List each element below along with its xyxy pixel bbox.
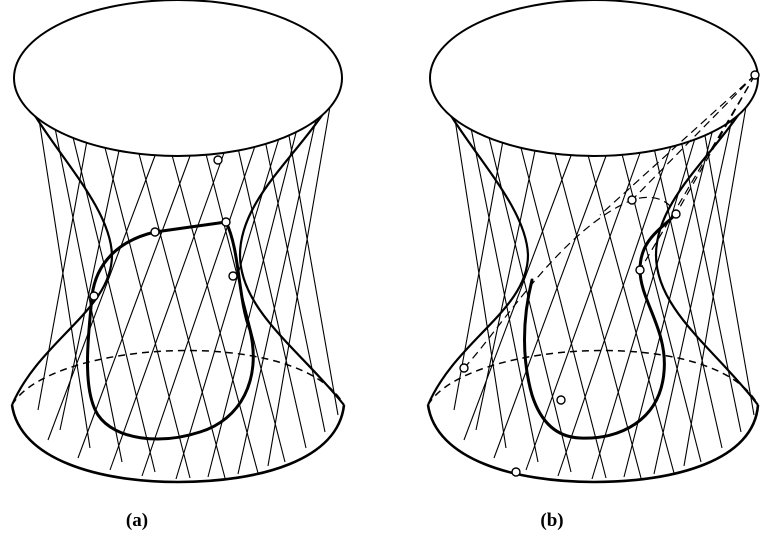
point-b6 xyxy=(556,395,566,405)
silhouette-right-a xyxy=(238,77,345,406)
top-rim-b xyxy=(429,0,759,157)
point-b1 xyxy=(750,70,760,80)
point-a2 xyxy=(150,227,160,237)
point-a1 xyxy=(213,155,223,165)
point-b4 xyxy=(635,265,645,275)
curve-a xyxy=(86,220,255,441)
point-b7 xyxy=(511,467,521,477)
point-a5 xyxy=(228,271,238,281)
top-rim-a xyxy=(13,0,343,157)
point-b3 xyxy=(671,209,681,219)
base-front-a xyxy=(10,404,346,484)
base-back-b xyxy=(427,349,759,406)
hyperboloid-b xyxy=(426,0,760,484)
point-b5 xyxy=(459,363,469,373)
projection-lines-b xyxy=(599,74,756,271)
silhouette-left-b xyxy=(426,77,530,406)
caption-b: (b) xyxy=(540,510,564,531)
point-b2 xyxy=(627,195,637,205)
hyperboloid-a xyxy=(10,0,346,484)
point-a3 xyxy=(221,217,231,227)
hidden-curve-b xyxy=(463,196,677,369)
point-a4 xyxy=(89,291,99,301)
base-front-b xyxy=(426,404,760,484)
caption-a: (a) xyxy=(125,510,149,531)
silhouette-right-b xyxy=(654,77,760,406)
